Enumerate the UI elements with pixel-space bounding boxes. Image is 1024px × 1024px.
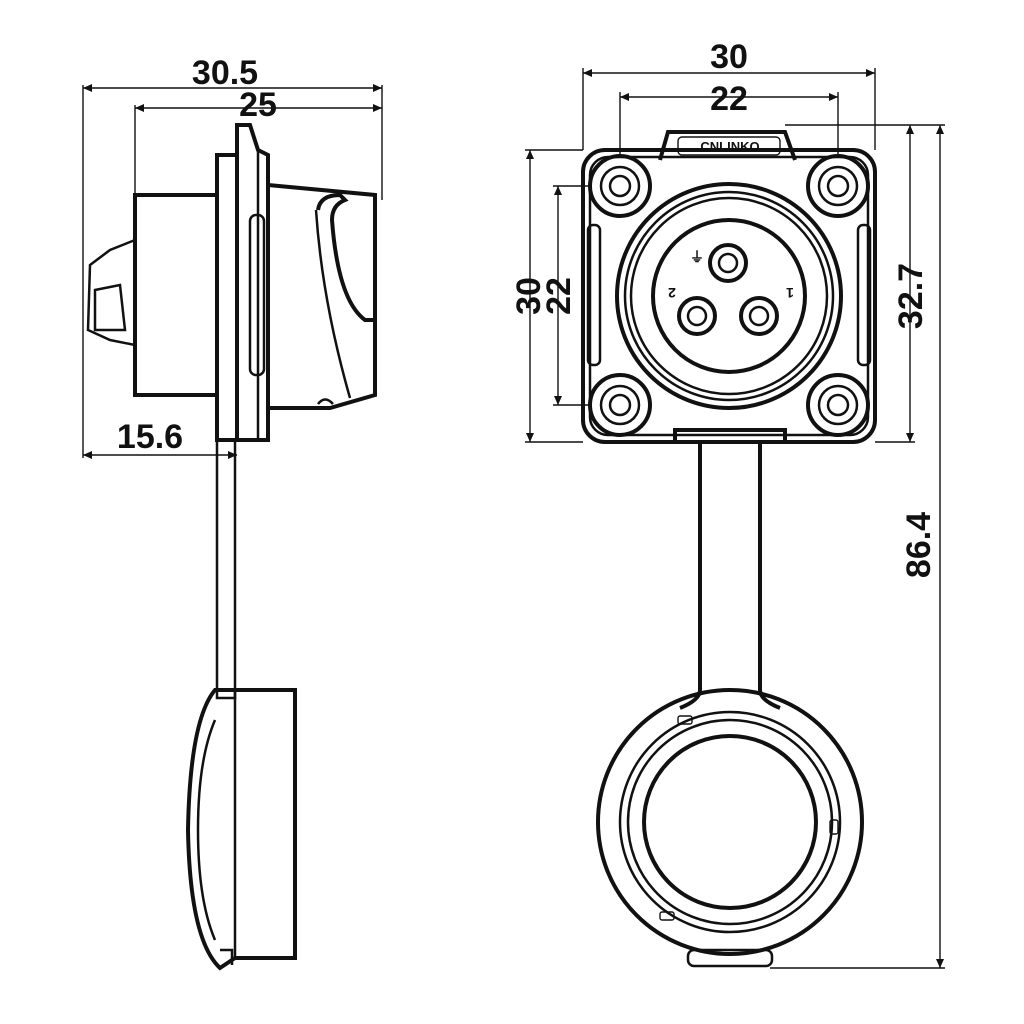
mount-hole-bottom-right	[806, 373, 870, 437]
side-dimensions	[82, 84, 383, 459]
pin-label-1: 1	[786, 285, 794, 301]
side-rear-latch	[86, 238, 136, 347]
pin-ground	[708, 243, 748, 283]
side-cap	[185, 688, 297, 971]
mount-hole-bottom-left	[588, 373, 652, 437]
front-dimensions	[525, 68, 945, 969]
side-hook	[316, 192, 375, 322]
side-flange	[215, 153, 239, 442]
receptacle-insert	[651, 218, 807, 374]
dim-side-panel-offset: 15.6	[117, 418, 183, 456]
side-view	[86, 123, 377, 971]
front-cap-inner	[642, 734, 818, 910]
front-cap-outer	[596, 688, 864, 956]
dim-front-hole-spacing-h: 22	[710, 80, 748, 118]
dim-side-body-width: 25	[239, 86, 277, 124]
pin-1	[739, 296, 779, 336]
front-view: CNLINKO	[581, 130, 877, 968]
side-latch-window	[93, 283, 127, 332]
pin-label-2: 2	[668, 285, 676, 301]
front-flange	[581, 148, 877, 444]
mount-hole-top-left	[588, 154, 652, 218]
mount-hole-top-right	[806, 154, 870, 218]
receptacle-outer-ring	[615, 182, 843, 410]
side-front-body	[266, 182, 377, 410]
brand-logo: CNLINKO	[700, 139, 759, 154]
side-slot	[248, 213, 266, 377]
front-logo-tab	[658, 130, 797, 161]
side-tether	[215, 438, 237, 700]
dim-front-height-with-tab: 32.7	[892, 263, 930, 329]
front-slot-left	[586, 223, 602, 367]
dim-front-total-length: 86.4	[900, 512, 938, 578]
front-tether-strap	[698, 442, 762, 690]
side-flange-gasket	[235, 123, 270, 442]
front-slot-right	[856, 223, 872, 367]
dim-front-flange-width: 30	[710, 38, 748, 76]
pin-2	[677, 296, 717, 336]
front-tether-tab	[673, 428, 787, 442]
side-rear-body	[133, 193, 219, 397]
dim-front-flange-height: 30	[510, 277, 548, 315]
pin-label-ground: ⏚	[690, 249, 704, 265]
dim-side-overall-width: 30.5	[192, 54, 258, 92]
dim-front-hole-spacing-v: 22	[540, 277, 578, 315]
